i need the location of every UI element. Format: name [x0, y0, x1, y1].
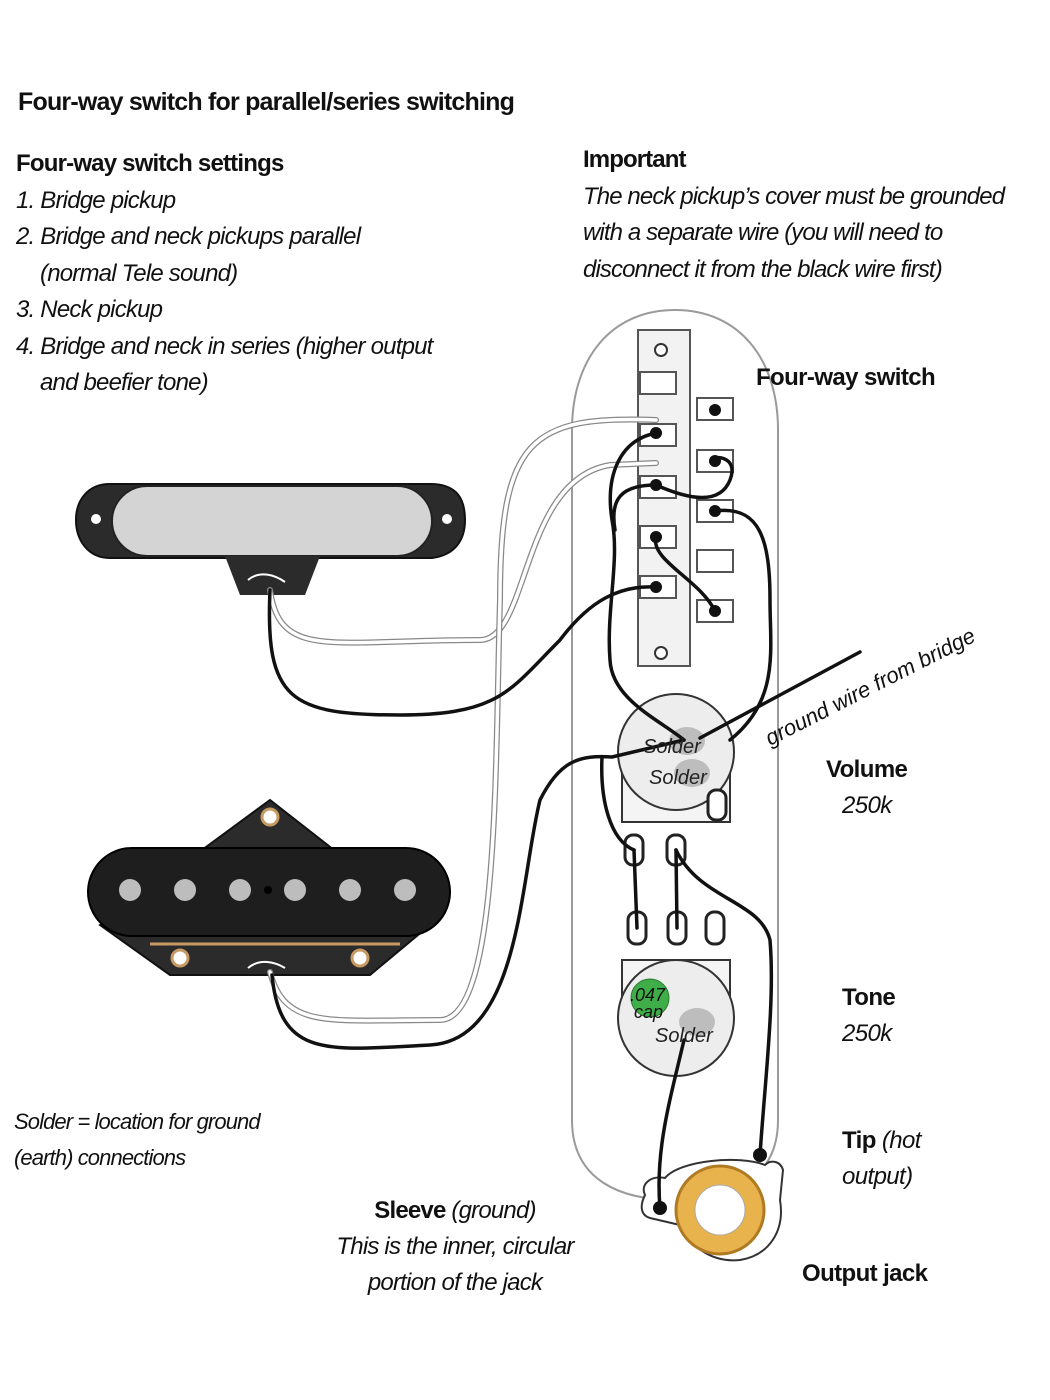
page-title: Four-way switch for parallel/series swit… [18, 88, 515, 116]
volume-label: Volume [826, 756, 908, 783]
bridge-pickup [87, 798, 451, 976]
setting-item-note: (normal Tele sound) [40, 259, 238, 287]
tone-value: 250k [842, 1020, 892, 1047]
switch-label: Four-way switch [756, 364, 936, 391]
four-way-switch [637, 329, 734, 667]
settings-heading: Four-way switch settings [16, 150, 284, 177]
capacitor [630, 978, 670, 1018]
sleeve-line: portion of the jack [367, 1269, 543, 1296]
cap-value-label: .047 [630, 985, 666, 1005]
neck-pickup [74, 483, 467, 595]
sleeve-note: Sleeve (ground) This is the inner, circu… [310, 1193, 600, 1301]
black-wires [267, 431, 862, 1210]
legend-line: Solder = location for ground [14, 1109, 261, 1134]
tip-note-2: output) [842, 1163, 913, 1190]
setting-item: 4. Bridge and neck in series (higher out… [16, 332, 433, 360]
sleeve-heading: Sleeve [374, 1197, 446, 1224]
important-line: The neck pickup’s cover must be grounded [583, 182, 1005, 210]
tip-label-block: Tip (hot output) [842, 1123, 921, 1195]
sleeve-line: This is the inner, circular [336, 1233, 574, 1260]
important-heading: Important [583, 146, 686, 173]
volume-value: 250k [842, 792, 892, 819]
important-line: with a separate wire (you will need to [583, 219, 943, 246]
output-jack-label: Output jack [802, 1260, 928, 1287]
white-wires [267, 416, 659, 1024]
tip-label: Tip [842, 1127, 876, 1154]
tone-pot [617, 910, 735, 1077]
switch-settings-list: Four-way switch settings 1. Bridge picku… [16, 146, 536, 402]
important-line: disconnect it from the black wire first) [583, 255, 943, 283]
cap-unit-label: cap [634, 1002, 663, 1022]
solder-legend: Solder = location for ground (earth) con… [14, 1104, 314, 1176]
setting-item: 1. Bridge pickup [16, 186, 176, 214]
legend-line: (earth) connections [14, 1145, 186, 1170]
solder-label-tone: Solder [655, 1025, 714, 1047]
important-note: Important The neck pickup’s cover must b… [583, 142, 1043, 288]
setting-item-note: and beefier tone) [40, 369, 209, 396]
tip-note: (hot [881, 1127, 922, 1154]
sleeve-ground-note: (ground) [451, 1197, 536, 1224]
setting-item: 3. Neck pickup [16, 296, 163, 323]
tone-label: Tone [842, 984, 896, 1011]
tone-label-block: Tone 250k [842, 980, 896, 1052]
solder-label-volume-bottom: Solder [649, 767, 708, 789]
solder-label-volume-top: Solder [643, 736, 702, 758]
setting-item: 2. Bridge and neck pickups parallel [16, 223, 361, 250]
volume-label-block: Volume 250k [826, 752, 908, 824]
